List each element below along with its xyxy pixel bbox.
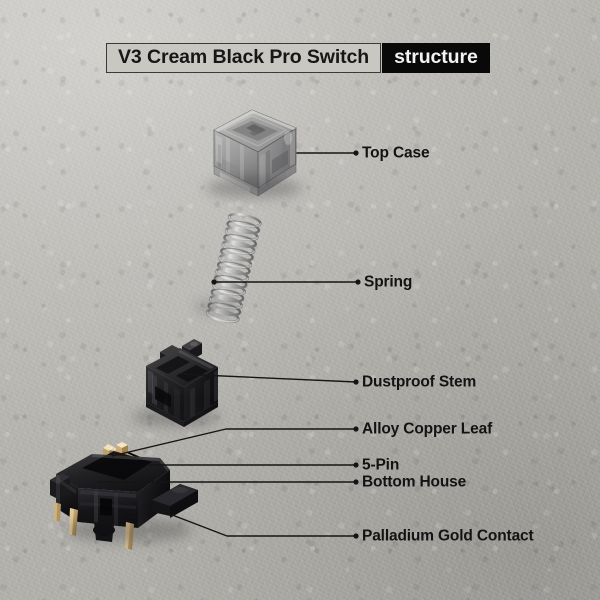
callout-label-spring: Spring: [364, 273, 413, 291]
spring-svg: [205, 212, 262, 324]
component-spring: [188, 208, 280, 326]
title-bar: V3 Cream Black Pro Switch structure: [106, 43, 490, 73]
callout-label-dustproof-stem: Dustproof Stem: [362, 373, 477, 391]
product-name-box: V3 Cream Black Pro Switch: [106, 43, 382, 73]
component-top-case: [196, 102, 316, 202]
component-dustproof-stem: [124, 334, 236, 432]
callout-label-five-pin: 5-Pin: [362, 456, 400, 474]
pins-graphic: [54, 502, 134, 550]
section-label-text: structure: [394, 46, 478, 69]
dustproof-stem-svg: [146, 339, 218, 427]
callout-label-alloy-copper-leaf: Alloy Copper Leaf: [362, 420, 493, 438]
callout-label-top-case: Top Case: [362, 144, 430, 162]
callout-label-palladium-gold-contact: Palladium Gold Contact: [362, 527, 534, 545]
component-bottom-house: [48, 418, 218, 550]
callout-label-bottom-house: Bottom House: [362, 473, 467, 491]
product-name-text: V3 Cream Black Pro Switch: [118, 46, 370, 69]
top-case-svg: [213, 109, 297, 197]
section-label-box: structure: [382, 43, 490, 73]
